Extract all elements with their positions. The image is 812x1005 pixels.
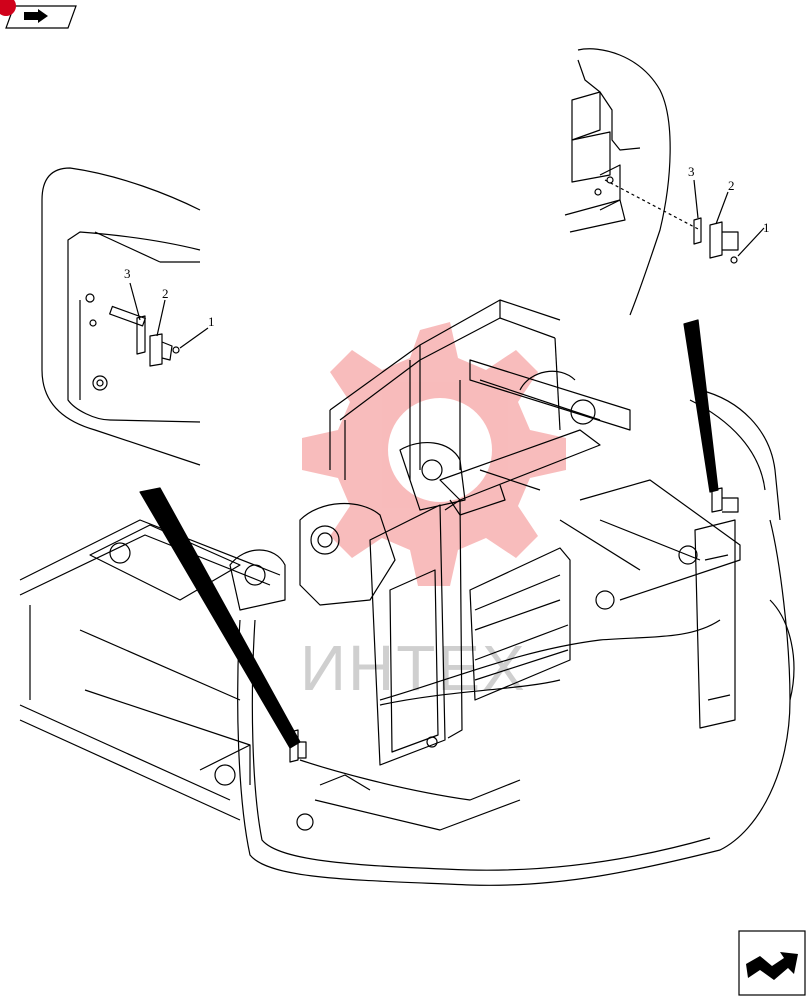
inset-right — [564, 48, 765, 493]
callout-right-1: 1 — [763, 220, 770, 235]
inset-left — [41, 167, 301, 749]
callout-left-1: 1 — [208, 314, 215, 329]
arrow-left-icon — [5, 5, 77, 29]
main-assembly — [19, 299, 795, 886]
callout-left-3: 3 — [124, 266, 131, 281]
callout-right-2: 2 — [728, 178, 735, 193]
arrow-right-icon — [738, 930, 806, 996]
watermark-gear — [302, 322, 566, 586]
prev-page-button[interactable] — [0, 0, 78, 30]
next-page-button[interactable] — [738, 930, 806, 996]
page-indicator-dot — [0, 0, 16, 16]
callout-left-2: 2 — [162, 286, 169, 301]
watermark-text: ИНТЕХ — [300, 632, 527, 704]
callout-right-3: 3 — [688, 164, 695, 179]
